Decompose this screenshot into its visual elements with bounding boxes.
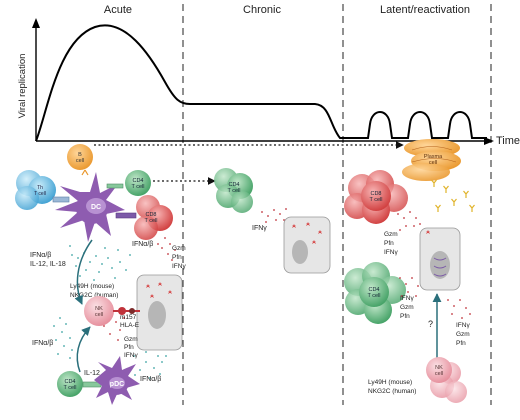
nk-right-pfn: Pfn	[456, 340, 466, 347]
svg-text:CD8: CD8	[370, 191, 381, 197]
svg-text:Th: Th	[37, 185, 43, 191]
svg-text:Plasma: Plasma	[424, 154, 443, 160]
cd4-latent-ifng: IFNγ	[400, 295, 414, 302]
nk-effector-ifng: IFNγ	[124, 352, 138, 359]
antibodies	[431, 179, 475, 212]
nk-right-ifng: IFNγ	[456, 322, 470, 329]
svg-text:DC: DC	[91, 204, 101, 211]
cd8-t-cell-left: CD8 T cell	[134, 195, 173, 240]
svg-text:T cell: T cell	[144, 218, 157, 224]
ifn-dots-dc	[69, 245, 131, 281]
svg-text:T cell: T cell	[63, 385, 76, 391]
nk-cell-right: NK cell	[426, 357, 467, 403]
y-axis-label: Viral replication	[17, 54, 28, 119]
effector-dots-chronic	[261, 208, 287, 223]
svg-text:B: B	[78, 152, 82, 158]
cd4-t-cell-bottom: CD4 T cell	[57, 371, 83, 397]
effector-left-ifng: IFNγ	[172, 263, 186, 270]
svg-text:CD4: CD4	[228, 182, 239, 188]
cd4-latent-pfn: Pfn	[400, 313, 410, 320]
svg-text:NK: NK	[435, 365, 443, 371]
connector-cd4-dc	[106, 183, 124, 189]
x-axis-label: Time	[496, 135, 520, 147]
viral-replication-curve	[35, 24, 487, 142]
cd8-latent-gzm: Gzm	[384, 231, 398, 238]
ifng-chronic-label: IFNγ	[252, 225, 267, 232]
effector-left-pfn: Pfn	[172, 254, 182, 261]
svg-text:T cell: T cell	[227, 188, 240, 194]
effector-left-gzm: Gzm	[172, 245, 186, 252]
plasma-cell: Plasma cell	[402, 139, 461, 181]
svg-text:CD4: CD4	[64, 379, 75, 385]
cd8-t-cell-latent: CD8 T cell	[344, 170, 408, 224]
svg-text:T cell: T cell	[131, 184, 144, 190]
ifn-dc-label-2: IL-12, IL-18	[30, 261, 66, 268]
svg-text:T cell: T cell	[369, 197, 382, 203]
dc-to-nk-arrow	[74, 239, 93, 305]
svg-text:cell: cell	[435, 371, 443, 377]
infected-cell-chronic	[283, 216, 331, 274]
plasmacytoid-dc: pDC	[94, 356, 140, 405]
ly49h-left-label-2: NKG2C (human)	[70, 292, 118, 299]
effector-dots-cd8	[157, 237, 176, 261]
nk-cell-left: NK cell	[84, 296, 114, 326]
nk-effector-gzm: Gzm	[124, 336, 138, 343]
ifn-pdc-label: IFNα/β	[140, 376, 161, 383]
cd4-latent-gzm: Gzm	[400, 304, 414, 311]
dendritic-cell: DC	[55, 172, 125, 242]
svg-text:NK: NK	[95, 306, 103, 312]
ifn-nk-label: IFNα/β	[32, 340, 53, 347]
ligand-hla-e-label: HLA-E	[120, 322, 140, 329]
svg-text:pDC: pDC	[110, 381, 124, 388]
svg-text:CD4: CD4	[368, 287, 379, 293]
effector-dots-cd8-latent	[397, 211, 421, 231]
b-cell: B cell	[67, 144, 93, 176]
infected-cell-left	[136, 274, 183, 351]
connector-cd8-dc	[115, 212, 137, 219]
phase-latent-label: Latent/reactivation	[380, 4, 470, 16]
cd8-latent-ifng: IFNγ	[384, 249, 398, 256]
nk-right-gzm: Gzm	[456, 331, 470, 338]
ly49h-left-label-1: Ly49H (mouse)	[70, 283, 114, 290]
svg-text:cell: cell	[95, 312, 103, 318]
svg-text:cell: cell	[429, 160, 437, 166]
pdc-to-nk-arrow	[76, 326, 91, 373]
nk-receptor-ligand	[113, 307, 140, 315]
cd4-t-cell-top: CD4 T cell	[125, 170, 151, 196]
svg-text:CD8: CD8	[145, 212, 156, 218]
question-mark: ?	[428, 319, 433, 329]
ifn-dc-label-1: IFNα/β	[30, 252, 51, 259]
cd4-t-cell-chronic: CD4 T cell	[214, 168, 253, 213]
ly49h-right-label-1: Ly49H (mouse)	[368, 379, 412, 386]
cd8-latent-pfn: Pfn	[384, 240, 394, 247]
th-cell-cluster: Th T cell	[15, 170, 56, 210]
ifn-dots-nk	[53, 317, 73, 359]
svg-text:T cell: T cell	[34, 191, 46, 197]
svg-text:CD4: CD4	[132, 178, 143, 184]
effector-dots-cd4-latent	[399, 277, 419, 297]
ligand-m157-label: m157	[120, 314, 137, 321]
effector-dots-nk-right	[447, 299, 471, 319]
phase-chronic-label: Chronic	[243, 4, 281, 16]
cd4-t-cell-latent: CD4 T cell	[344, 262, 406, 324]
infected-cell-latent	[419, 227, 461, 291]
ifn-dc-right-label: IFNα/β	[132, 241, 153, 248]
nk-effector-pfn: Pfn	[124, 344, 134, 351]
phase-acute-label: Acute	[104, 4, 132, 16]
ly49h-right-label-2: NKG2C (human)	[368, 388, 416, 395]
replication-axes	[32, 18, 494, 145]
connector-th-dc	[52, 196, 70, 203]
svg-text:T cell: T cell	[367, 293, 380, 299]
il12-label: IL-12	[84, 370, 100, 377]
svg-text:cell: cell	[76, 158, 84, 164]
